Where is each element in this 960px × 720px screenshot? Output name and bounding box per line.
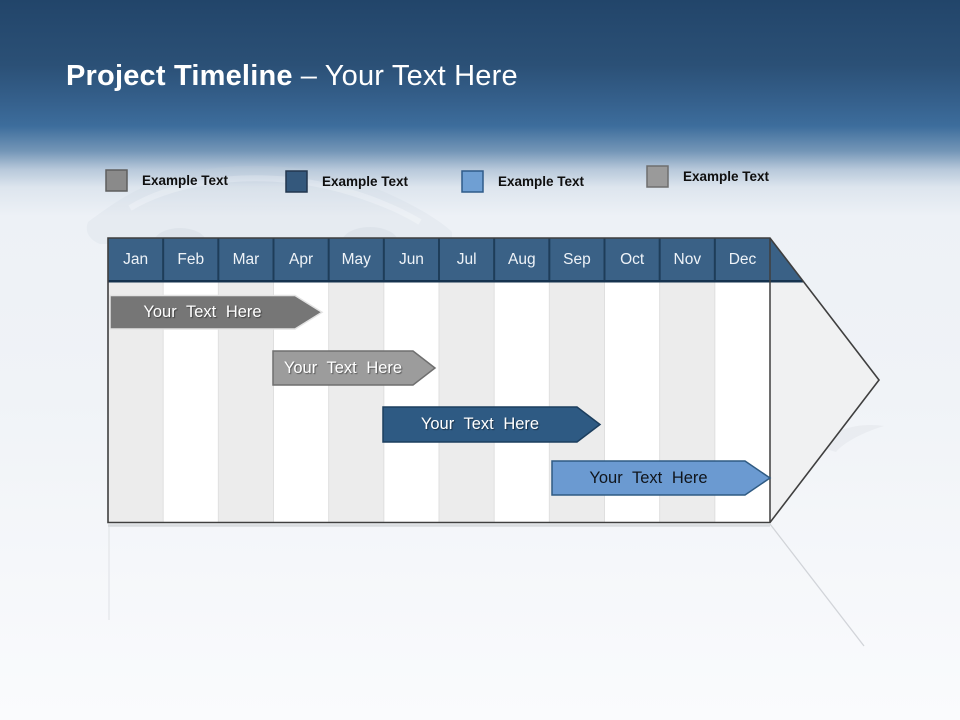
legend-label-4: Example Text — [683, 169, 770, 184]
page-title: Project Timeline– Your Text Here — [66, 60, 518, 93]
legend-item-4: Example Text — [646, 165, 769, 188]
task-bar-4-shape[interactable] — [551, 460, 772, 496]
legend-swatch-blue-dark-icon — [285, 170, 308, 193]
legend-item-3: Example Text — [461, 170, 584, 193]
page-title-main: Project Timeline — [66, 60, 293, 92]
column-gridlines — [162, 281, 716, 523]
legend-swatch-gray-dark-icon — [105, 169, 128, 192]
legend-swatch-blue-light-icon — [461, 170, 484, 193]
swoosh-watermark-image — [816, 424, 884, 452]
task-bar-2-shape[interactable] — [272, 350, 437, 386]
timeline-arrow-graphic — [107, 237, 881, 647]
page-title-placeholder: – Your Text Here — [300, 60, 518, 92]
legend-label-1: Example Text — [142, 173, 229, 188]
task-bar-1-shape[interactable] — [109, 294, 324, 330]
legend-item-2: Example Text — [285, 170, 408, 193]
month-header-dividers — [162, 238, 716, 281]
task-bar-3-shape[interactable] — [382, 406, 602, 443]
legend-label-2: Example Text — [322, 174, 409, 189]
legend-label-3: Example Text — [498, 174, 585, 189]
month-header-band — [108, 238, 804, 282]
legend-item-1: Example Text — [105, 169, 228, 192]
legend-swatch-gray-light-icon — [646, 165, 669, 188]
timeline-arrow-outline — [107, 237, 881, 524]
reflection-lines — [108, 523, 865, 647]
